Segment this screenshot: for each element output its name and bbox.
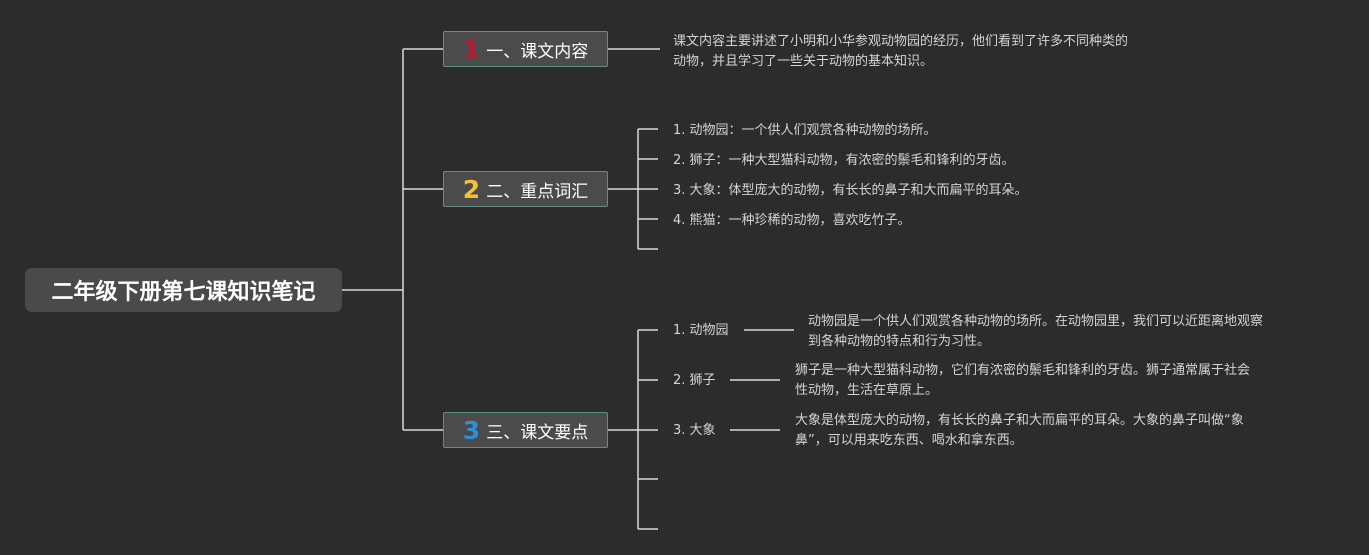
branch-node-1[interactable]: 1 一、课文内容 (443, 31, 608, 67)
branch-node-2[interactable]: 2 二、重点词汇 (443, 171, 608, 207)
keypoint-detail: 动物园是一个供人们观赏各种动物的场所。在动物园里，我们可以近距离地观察 到各种动… (808, 312, 1263, 352)
keypoint-label: 3. 大象 (673, 423, 716, 438)
vocab-item: 1. 动物园：一个供人们观赏各种动物的场所。 (673, 123, 937, 138)
root-title: 二年级下册第七课知识笔记 (51, 280, 316, 305)
root-node[interactable]: 二年级下册第七课知识笔记 (25, 268, 342, 312)
vocab-item: 4. 熊猫：一种珍稀的动物，喜欢吃竹子。 (673, 213, 911, 228)
detail-line: 动物园是一个供人们观赏各种动物的场所。在动物园里，我们可以近距离地观察 (808, 314, 1264, 329)
branch-label-2: 二、重点词汇 (486, 181, 589, 202)
keypoint-label: 1. 动物园 (673, 323, 729, 338)
content-line: 动物，并且学习了一些关于动物的基本知识。 (673, 54, 934, 69)
keypoint-detail: 狮子是一种大型猫科动物，它们有浓密的鬃毛和锋利的牙齿。狮子通常属于社会 性动物，… (795, 361, 1250, 401)
branch-number-2: 2 (462, 174, 481, 204)
branch-label-1: 一、课文内容 (486, 41, 589, 62)
detail-line: 到各种动物的特点和行为习性。 (808, 334, 991, 349)
detail-line: 大象是体型庞大的动物，有长长的鼻子和大而扁平的耳朵。大象的鼻子叫做“象 (795, 413, 1244, 428)
keypoint-label: 2. 狮子 (673, 373, 716, 388)
vocab-item: 3. 大象：体型庞大的动物，有长长的鼻子和大而扁平的耳朵。 (673, 183, 1028, 198)
branch-number-1: 1 (462, 34, 481, 64)
detail-line: 狮子是一种大型猫科动物，它们有浓密的鬃毛和锋利的牙齿。狮子通常属于社会 (795, 363, 1251, 378)
keypoint-detail: 大象是体型庞大的动物，有长长的鼻子和大而扁平的耳朵。大象的鼻子叫做“象 鼻”，可… (795, 411, 1244, 451)
branch-node-3[interactable]: 3 三、课文要点 (443, 412, 608, 448)
detail-line: 鼻”，可以用来吃东西、喝水和拿东西。 (795, 433, 1023, 448)
branch-1-content: 课文内容主要讲述了小明和小华参观动物园的经历，他们看到了许多不同种类的 动物，并… (673, 32, 1128, 72)
detail-line: 性动物，生活在草原上。 (795, 383, 939, 398)
branch-number-3: 3 (462, 415, 481, 445)
branch-label-3: 三、课文要点 (486, 422, 589, 443)
vocab-item: 2. 狮子：一种大型猫科动物，有浓密的鬃毛和锋利的牙齿。 (673, 153, 1015, 168)
content-line: 课文内容主要讲述了小明和小华参观动物园的经历，他们看到了许多不同种类的 (673, 34, 1129, 49)
